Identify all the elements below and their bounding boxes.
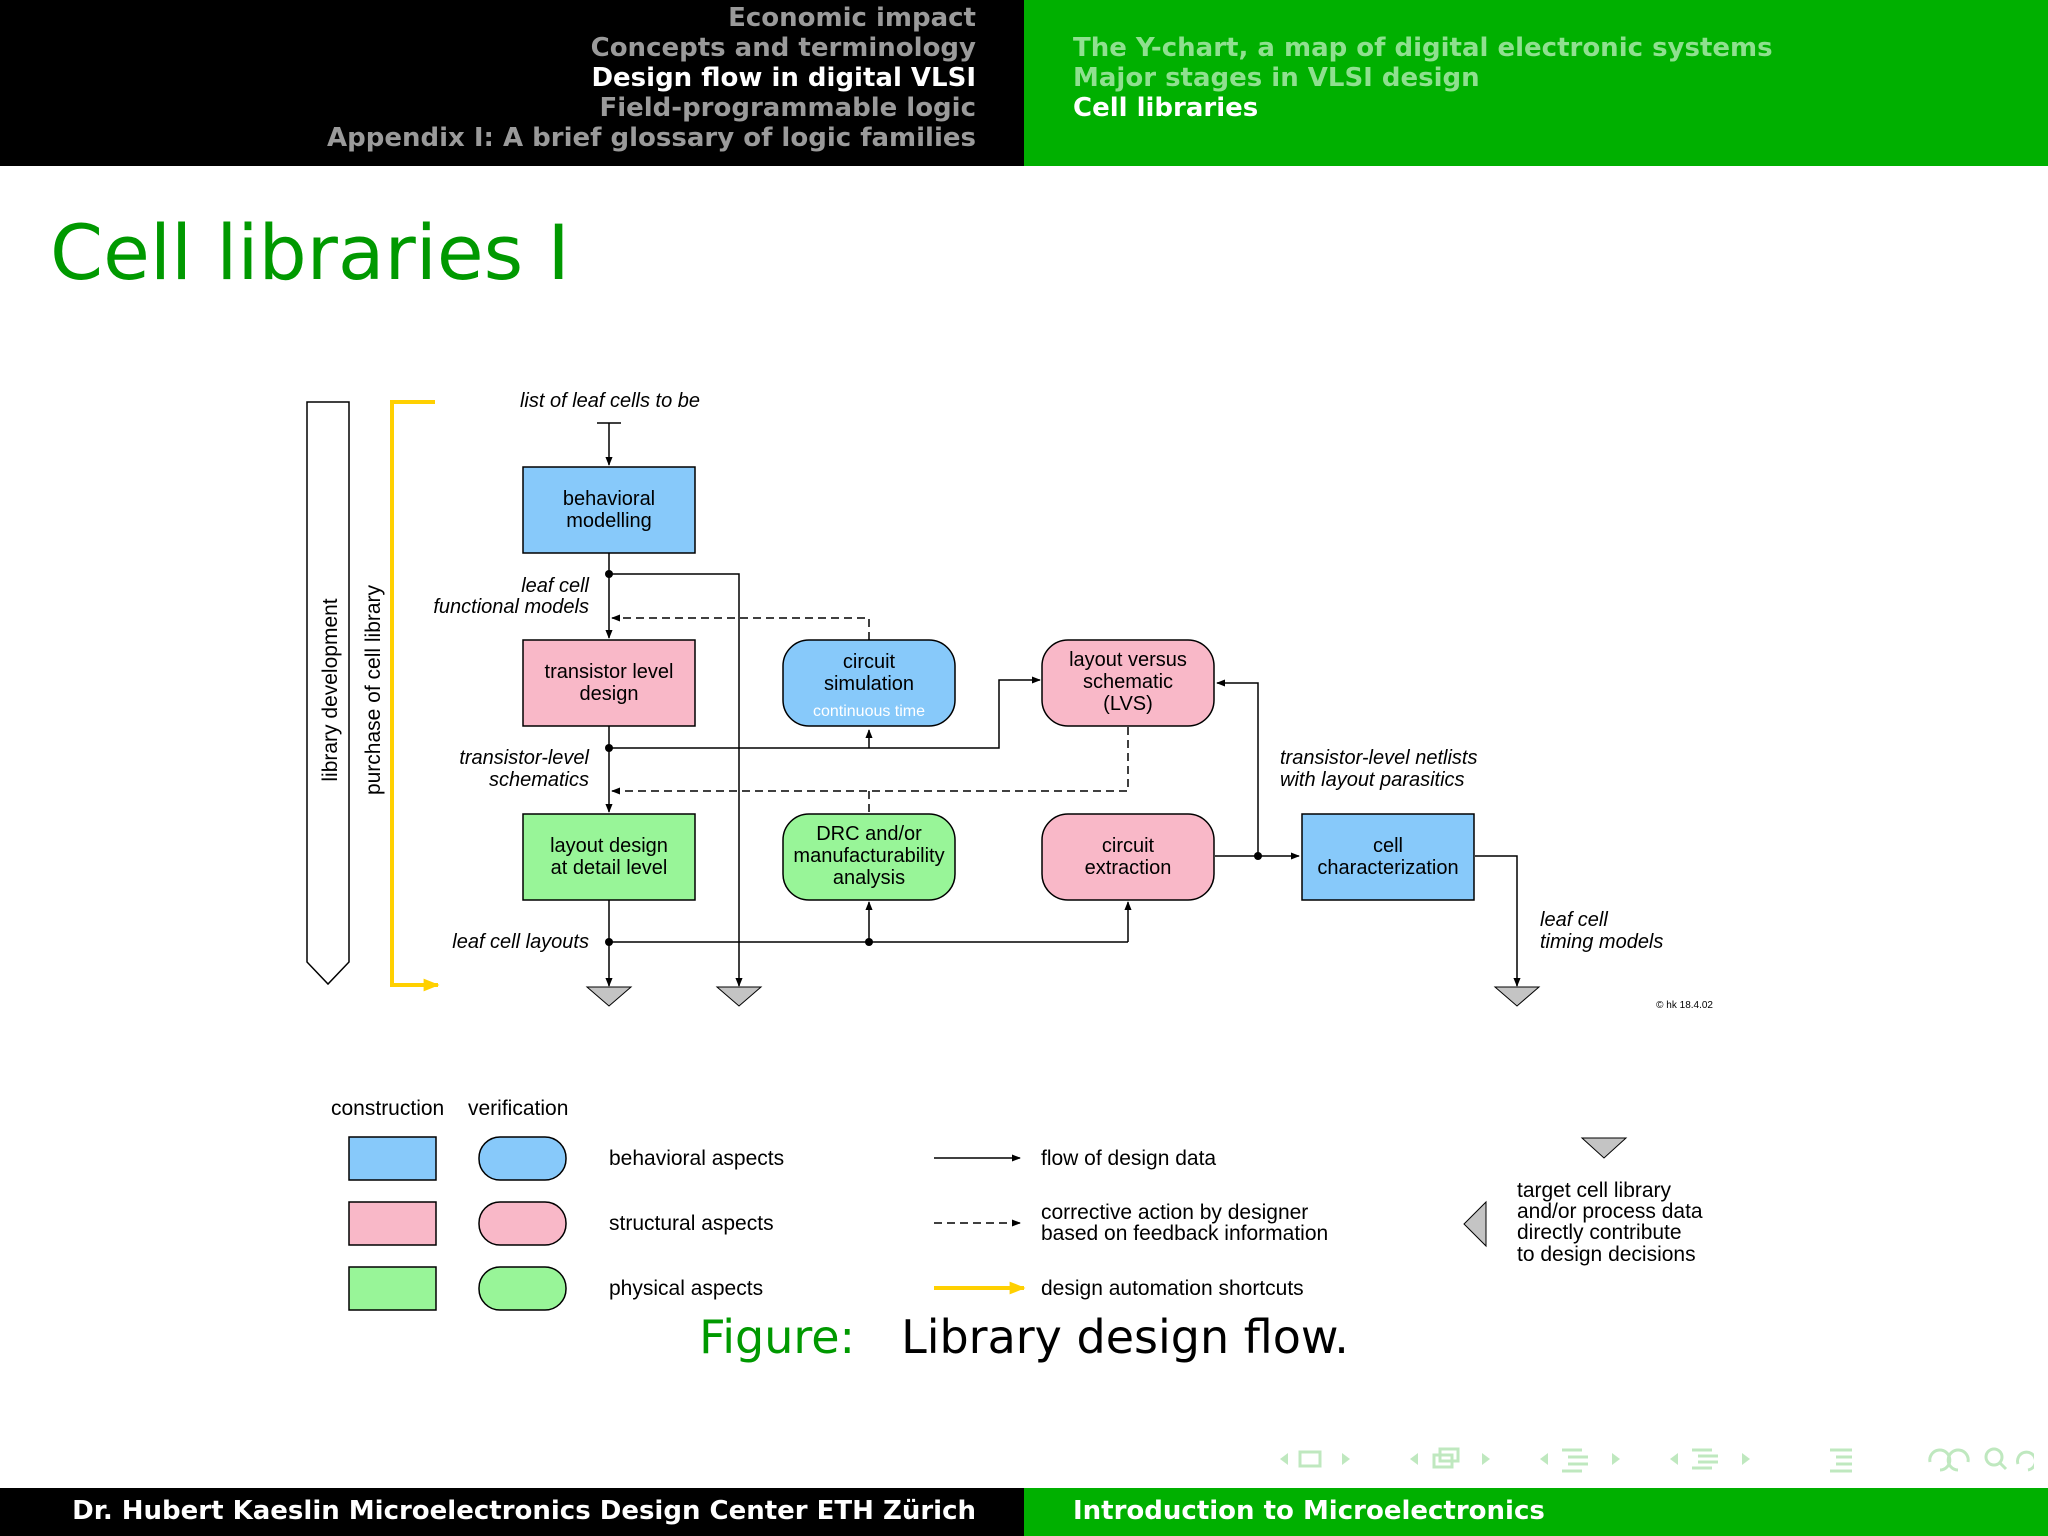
target-library-triangle (715, 986, 763, 1007)
legend-behavioral-rounded (478, 1136, 567, 1181)
target-library-triangle (1493, 986, 1541, 1007)
section-link-appendix[interactable]: Appendix I: A brief glossary of logic fa… (327, 123, 976, 153)
search-icon (1984, 1447, 2004, 1467)
svg-text:continuous time: continuous time (813, 703, 925, 720)
section-nav: Economic impact Concepts and terminology… (0, 0, 1024, 166)
footer-course-title: Introduction to Microelectronics (1024, 1488, 2048, 1536)
figure-caption-text: Library design flow. (901, 1310, 1349, 1364)
input-label: list of leaf cells to be (520, 390, 700, 412)
nav-document-controls[interactable] (1660, 1444, 1760, 1474)
legend-physical-label: physical aspects (609, 1277, 763, 1300)
legend-shortcuts-label: design automation shortcuts (1041, 1277, 1304, 1300)
legend-behavioral-label: behavioral aspects (609, 1147, 784, 1170)
copyright-note: © hk 18.4.02 (1656, 1000, 1713, 1011)
nav-frame-controls[interactable] (1270, 1444, 1360, 1474)
nav-search-controls[interactable] (1924, 1444, 2034, 1474)
figure-caption: Figure: Library design flow. (0, 1310, 2048, 1364)
legend-physical-rounded (478, 1266, 567, 1311)
legend-flow-label: flow of design data (1041, 1147, 1216, 1170)
legend-behavioral-rect (348, 1136, 437, 1181)
section-link-design-flow[interactable]: Design flow in digital VLSI (591, 63, 976, 93)
section-link-field-programmable[interactable]: Field-programmable logic (599, 93, 976, 123)
leaf-cell-layouts-label: leaf cell layouts (452, 931, 589, 953)
section-link-concepts[interactable]: Concepts and terminology (590, 33, 976, 63)
footer-author: Dr. Hubert Kaeslin Microelectronics Desi… (0, 1488, 1024, 1536)
subsection-link-y-chart[interactable]: The Y-chart, a map of digital electronic… (1073, 33, 1773, 63)
subsection-link-major-stages[interactable]: Major stages in VLSI design (1073, 63, 1480, 93)
legend-target-triangle-left (1463, 1200, 1487, 1248)
library-development-label: library development (319, 598, 342, 781)
figure-caption-label: Figure: (699, 1310, 856, 1364)
nav-subsection-controls[interactable] (1400, 1444, 1500, 1474)
footer-bar: Dr. Hubert Kaeslin Microelectronics Desi… (0, 1488, 2048, 1536)
legend-structural-label: structural aspects (609, 1212, 774, 1235)
library-development-arrow (306, 401, 350, 986)
legend-target-triangle-down (1580, 1137, 1628, 1159)
subsection-nav: The Y-chart, a map of digital electronic… (1024, 0, 2048, 166)
legend-construction-label: construction (331, 1097, 444, 1120)
legend-structural-rounded (478, 1201, 567, 1246)
header-bar: Economic impact Concepts and terminology… (0, 0, 2048, 166)
redo-icon (1946, 1448, 1970, 1472)
undo-icon (1928, 1448, 1952, 1472)
frame-icon (1298, 1450, 1322, 1468)
subsection-link-cell-libraries[interactable]: Cell libraries (1073, 93, 1259, 123)
legend-physical-rect (348, 1266, 437, 1311)
target-library-triangle (585, 986, 633, 1007)
nav-section-controls[interactable] (1530, 1444, 1630, 1474)
legend-verification-label: verification (468, 1097, 568, 1120)
nav-appendix-icon[interactable] (1826, 1444, 1856, 1474)
slide-title: Cell libraries I (50, 208, 570, 297)
purchase-library-label: purchase of cell library (362, 584, 385, 795)
purchase-shortcut-arrow (390, 400, 440, 992)
legend-structural-rect (348, 1201, 437, 1246)
section-link-economic-impact[interactable]: Economic impact (728, 3, 976, 33)
